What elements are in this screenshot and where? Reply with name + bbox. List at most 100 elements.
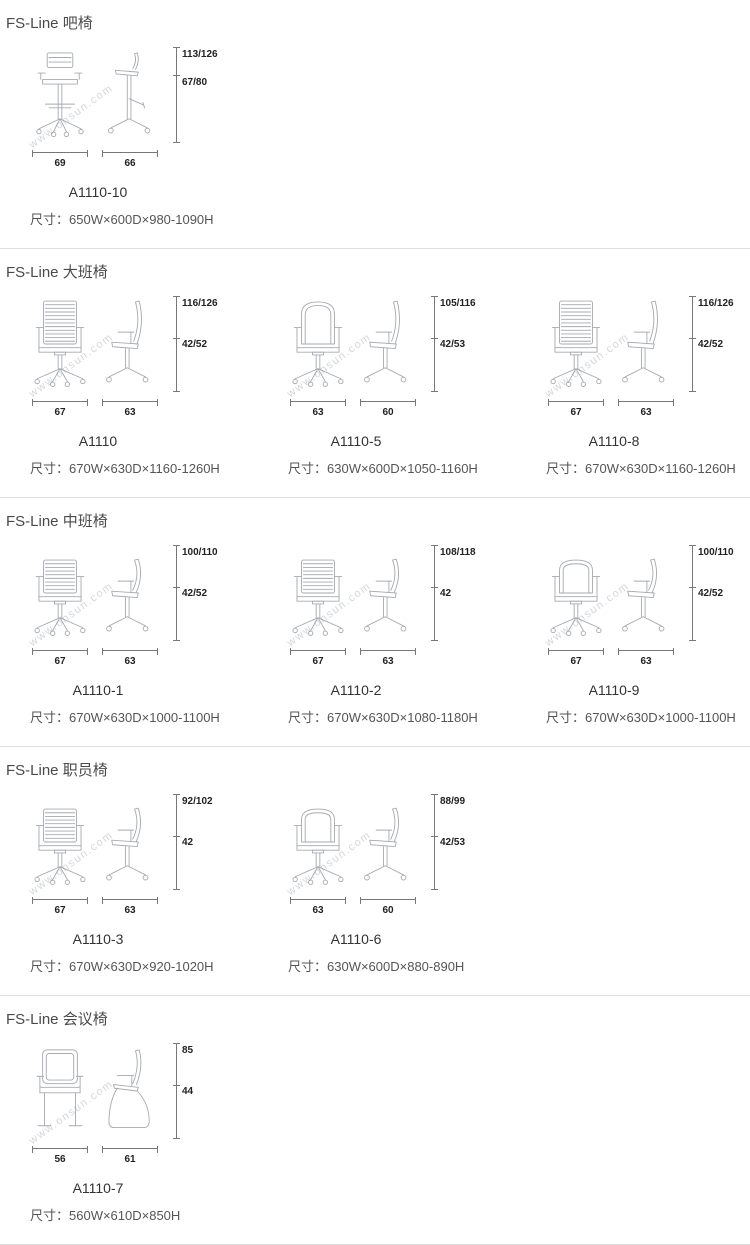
chair-front-drawing [544, 545, 608, 641]
chair-drawings: www.onsun.com 67 63 92/102 42 [27, 794, 286, 918]
total-height-value: 100/110 [698, 547, 734, 558]
dim-tick [173, 1043, 180, 1044]
chair-drawings: www.onsun.com 67 63 100/110 42/52 [543, 545, 750, 669]
side-view: 63 [614, 545, 678, 669]
depth-dim-value: 66 [124, 158, 136, 169]
side-view: 63 [356, 545, 420, 669]
chair-front-drawing [286, 296, 350, 392]
front-view: 67 [28, 545, 92, 669]
seat-height-value: 42/52 [698, 339, 724, 351]
chair-front-drawing [28, 1043, 92, 1139]
height-dim-line: 116/126 42/52 [173, 296, 224, 392]
width-dim-line: 67 [32, 897, 88, 918]
width-dim-line: 67 [32, 648, 88, 669]
chair-drawings: www.onsun.com 69 66 113/126 67/80 [27, 47, 286, 171]
height-dim-line: 100/110 42/52 [689, 545, 740, 641]
chair-side-drawing [356, 545, 420, 641]
width-dim-line: 63 [290, 897, 346, 918]
depth-dim-line: 61 [102, 1146, 158, 1167]
chair-drawings: www.onsun.com 56 61 85 44 [27, 1043, 286, 1167]
size-spec: 尺寸：670W×630D×1000-1100H [546, 710, 736, 725]
chair-side-drawing [356, 794, 420, 890]
product-item: www.onsun.com 63 60 88/99 42/53 A1110-6 … [285, 794, 544, 975]
chair-drawings: www.onsun.com 63 60 105/116 42/53 [285, 296, 544, 420]
chair-drawings: www.onsun.com 63 60 88/99 42/53 [285, 794, 544, 918]
section-title: FS-Line 会议椅 [6, 1011, 108, 1028]
dim-tick [173, 545, 180, 546]
chair-front-drawing [286, 545, 350, 641]
model-number: A1110-5 [330, 433, 382, 449]
side-view: 63 [98, 794, 162, 918]
depth-dim-value: 63 [124, 407, 136, 418]
model-number: A1110-7 [72, 1180, 124, 1196]
section-midback-chair: FS-Line 中班椅 www.onsun.com 67 63 100/110 … [0, 498, 750, 747]
width-dim-value: 67 [54, 656, 66, 667]
width-dim-value: 67 [312, 656, 324, 667]
side-view: 61 [98, 1043, 162, 1167]
total-height-value: 85 [182, 1045, 194, 1056]
section-row: www.onsun.com 67 63 100/110 42/52 A1110-… [0, 545, 750, 726]
product-item: www.onsun.com 67 63 116/126 42/52 A1110-… [543, 296, 750, 477]
front-view: 63 [286, 296, 350, 420]
width-dim-line: 56 [32, 1146, 88, 1167]
width-dim-value: 67 [54, 905, 66, 916]
width-dim-value: 67 [570, 407, 582, 418]
chair-side-drawing [98, 1043, 162, 1139]
depth-dim-line: 63 [102, 399, 158, 420]
dim-tick [173, 296, 180, 297]
chair-drawings: www.onsun.com 67 63 116/126 42/52 [543, 296, 750, 420]
dim-tick [173, 47, 180, 48]
chair-drawings: www.onsun.com 67 63 100/110 42/52 [27, 545, 286, 669]
section-conference-chair: FS-Line 会议椅 www.onsun.com 56 61 85 44 [0, 996, 750, 1245]
front-view: 67 [286, 545, 350, 669]
seat-height-value: 42 [440, 588, 452, 600]
size-spec: 尺寸：560W×610D×850H [30, 1208, 181, 1223]
depth-dim-line: 60 [360, 897, 416, 918]
chair-front-drawing [286, 794, 350, 890]
dim-tick [173, 1138, 180, 1139]
dim-tick [431, 338, 438, 340]
depth-dim-value: 61 [124, 1154, 136, 1165]
width-dim-value: 63 [312, 905, 324, 916]
dim-tick [689, 587, 696, 589]
dim-tick [173, 74, 180, 76]
chair-side-drawing [614, 545, 678, 641]
width-dim-value: 63 [312, 407, 324, 418]
height-dim-line: 92/102 42 [173, 794, 224, 890]
height-dim-line: 108/118 42 [431, 545, 482, 641]
product-item: www.onsun.com 67 63 100/110 42/52 A1110-… [27, 545, 286, 726]
side-view: 63 [614, 296, 678, 420]
size-spec: 尺寸：670W×630D×1080-1180H [288, 710, 478, 725]
height-dim-line: 88/99 42/53 [431, 794, 482, 890]
dim-tick [173, 142, 180, 143]
side-view: 63 [98, 296, 162, 420]
section-row: www.onsun.com 67 63 92/102 42 A1110-3 尺寸… [0, 794, 750, 975]
front-view: 67 [28, 794, 92, 918]
depth-dim-line: 60 [360, 399, 416, 420]
model-number: A1110-8 [588, 433, 640, 449]
chair-front-drawing [28, 545, 92, 641]
width-dim-line: 69 [32, 150, 88, 171]
front-view: 63 [286, 794, 350, 918]
product-item: www.onsun.com 63 60 105/116 42/53 A1110-… [285, 296, 544, 477]
dim-tick [431, 836, 438, 838]
total-height-value: 92/102 [182, 796, 213, 807]
depth-dim-value: 63 [124, 905, 136, 916]
model-number: A1110-3 [72, 931, 124, 947]
model-number: A1110-2 [330, 682, 382, 698]
chair-front-drawing [28, 47, 92, 143]
product-item: www.onsun.com 56 61 85 44 A1110-7 尺寸：560… [27, 1043, 286, 1224]
depth-dim-value: 63 [640, 656, 652, 667]
product-item: www.onsun.com 67 63 108/118 42 A1110-2 尺… [285, 545, 544, 726]
seat-height-value: 42 [182, 837, 194, 849]
seat-height-value: 42/53 [440, 837, 466, 849]
chair-side-drawing [98, 545, 162, 641]
model-number: A1110 [78, 433, 118, 449]
chair-front-drawing [28, 794, 92, 890]
dim-tick [431, 391, 438, 392]
depth-dim-value: 60 [382, 407, 394, 418]
dim-tick [689, 391, 696, 392]
model-number: A1110-10 [68, 184, 128, 200]
dim-tick [689, 640, 696, 641]
section-title: FS-Line 中班椅 [6, 513, 108, 530]
